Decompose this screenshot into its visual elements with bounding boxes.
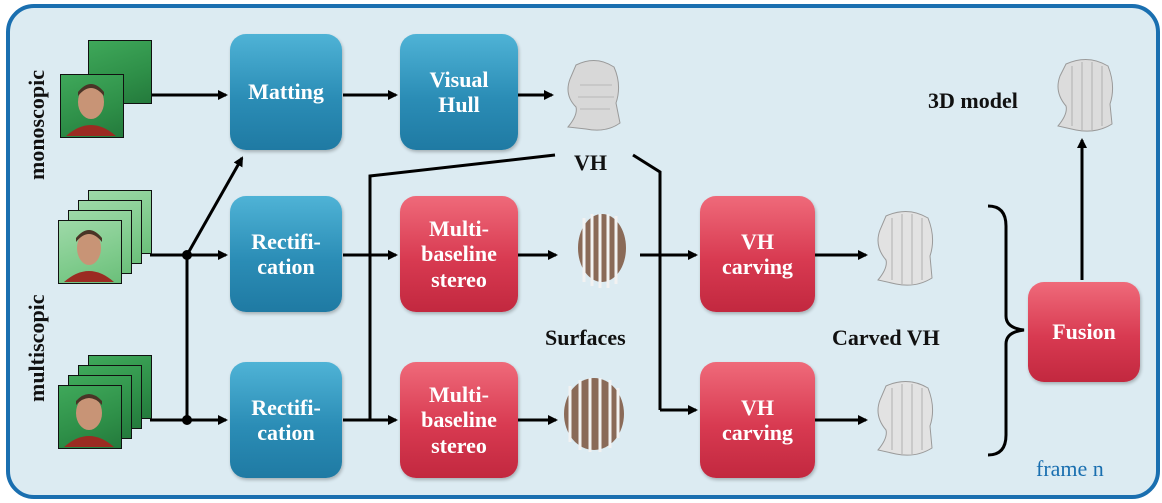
visual-hull-head-render [567, 60, 621, 131]
3d-model-label: 3D model [928, 88, 1018, 113]
monoscopic-input-images [60, 40, 170, 150]
multiscopic-input-images-2 [58, 355, 188, 475]
surfaces-label: Surfaces [545, 325, 626, 350]
surface-head-render-1 [578, 214, 626, 288]
junction-dot-bottom [182, 415, 192, 425]
frame-label: frame n [1036, 456, 1104, 481]
rectification-box-1: Rectifi- cation [230, 196, 342, 312]
visual-hull-box: Visual Hull [400, 34, 518, 150]
person-face-icon [66, 84, 116, 136]
multiscopic-label: multiscopic [24, 294, 49, 402]
junction-dot-top [182, 250, 192, 260]
surface-head-render-2 [564, 378, 624, 452]
carved-vh-head-render-1 [877, 211, 934, 286]
multi-baseline-stereo-box-2: Multi- baseline stereo [400, 362, 518, 478]
person-face-icon [64, 394, 114, 447]
person-face-icon [64, 230, 114, 282]
carved-vh-label: Carved VH [832, 325, 940, 350]
monoscopic-label: monoscopic [24, 70, 49, 180]
line-vh-to-rect [368, 153, 556, 420]
multiscopic-input-images-1 [58, 190, 188, 310]
rectification-box-2: Rectifi- cation [230, 362, 342, 478]
vh-carving-box-2: VH carving [700, 362, 815, 478]
3d-model-head-render [1057, 59, 1114, 132]
fusion-box: Fusion [1028, 282, 1140, 382]
arrow-bus-to-matting [185, 156, 244, 256]
multi-baseline-stereo-box-1: Multi- baseline stereo [400, 196, 518, 312]
carved-vh-head-render-2 [877, 381, 934, 456]
matting-box: Matting [230, 34, 342, 150]
line-vh-to-carving [632, 153, 662, 410]
vh-carving-box-1: VH carving [700, 196, 815, 312]
vh-label: VH [574, 150, 607, 175]
brace [987, 204, 1025, 457]
